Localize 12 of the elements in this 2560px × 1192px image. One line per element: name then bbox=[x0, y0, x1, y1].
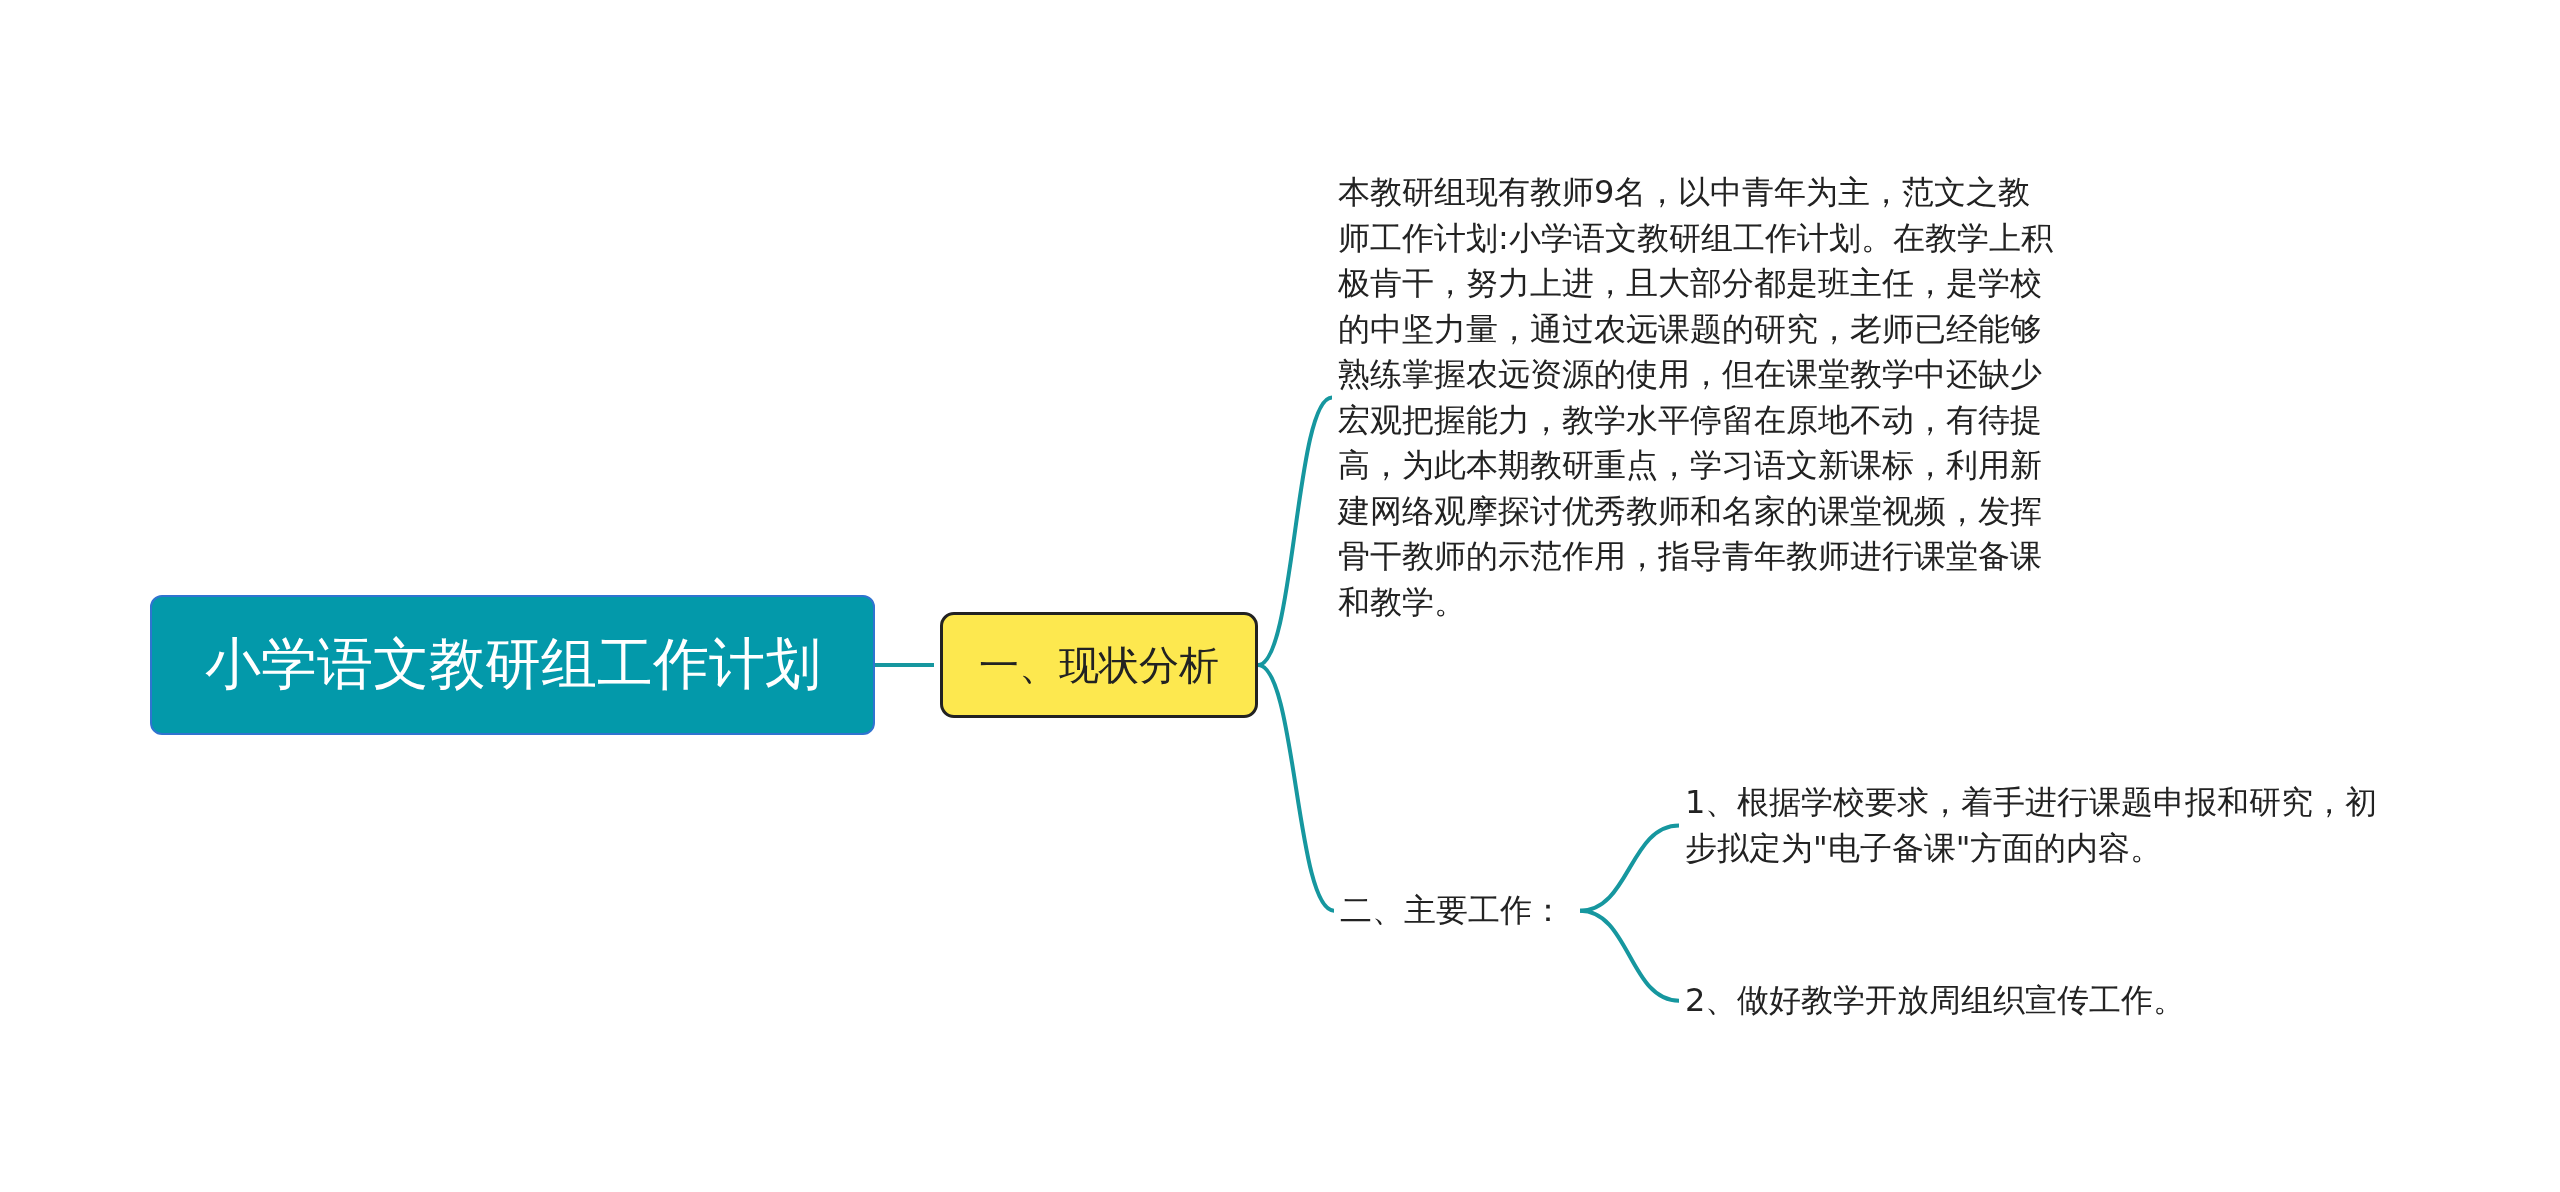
node-text: 2、做好教学开放周组织宣传工作。 bbox=[1685, 980, 2187, 1021]
node-text: 1、根据学校要求，着手进行课题申报和研究，初步拟定为"电子备课"方面的内容。 bbox=[1685, 782, 2379, 869]
node-text: 本教研组现有教师9名，以中青年为主，范文之教师工作计划:小学语文教研组工作计划。在教学上积极肯干，努力上进，且大部分都是班主任，是学校的中坚力量，通过农远课题的研究，老师已经能够熟练掌握农远资源的使用，但在课堂教学中还缺少宏观把握能力，教学水平停留在原地不动，有待提高，为此本期教研重点，学习语文新课标，利用新建网络观摩探讨优秀教师和名家的课堂视频，发挥骨干教师的示范作用，指导青年教师进行课堂备课和教学。 bbox=[1338, 172, 2054, 623]
connector-line bbox=[1257, 663, 1335, 913]
connector-line bbox=[1579, 908, 1680, 1003]
connector-line bbox=[1579, 823, 1680, 913]
topic-box bbox=[150, 595, 875, 735]
node-text: 二、主要工作： bbox=[1340, 890, 1565, 931]
topic-label: 小学语文教研组工作计划 bbox=[204, 630, 821, 698]
connector-line bbox=[875, 663, 934, 667]
topic-label: 一、现状分析 bbox=[979, 640, 1219, 690]
topic-box bbox=[940, 612, 1258, 718]
